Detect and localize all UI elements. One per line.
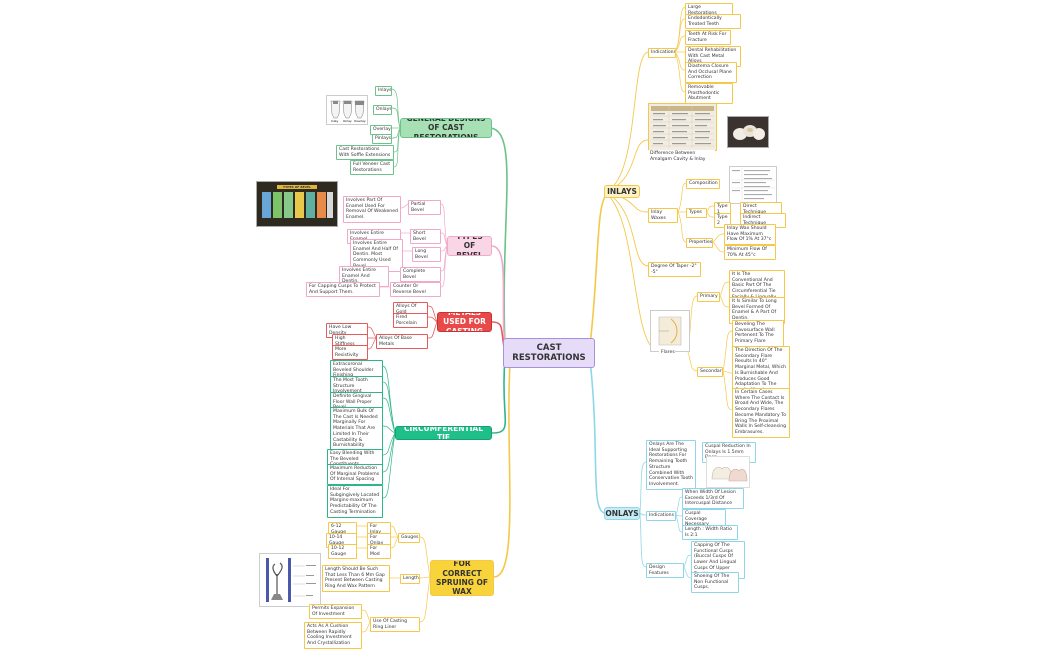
- tooth-types-icon: [330, 100, 365, 119]
- branch-circumferential-tie[interactable]: CIRCUMFERENTIAL TIE: [395, 426, 492, 440]
- onlay-indications[interactable]: Indications: [646, 511, 676, 521]
- branch-onlays[interactable]: ONLAYS: [604, 507, 640, 520]
- general-design-item[interactable]: Onlays: [373, 105, 392, 115]
- secondary-flare-item[interactable]: Beveling The Cavosurface Wall Pertenent …: [732, 320, 784, 347]
- wax-types[interactable]: Types: [686, 208, 707, 218]
- general-design-item[interactable]: Cast Restorations With Soffle Extensions: [336, 145, 394, 161]
- wax-composition-table: [729, 166, 777, 204]
- degree-of-taper[interactable]: Degree Of Taper -2° -5°: [648, 262, 701, 278]
- circ-tie-item[interactable]: Maximum Reduction Of Marginal Problems O…: [327, 464, 383, 486]
- onlay-ideal-note[interactable]: Onlays Are The Ideal Supporting Restorat…: [646, 440, 696, 490]
- inlay-indication-item[interactable]: Teeth At Risk For Fracture: [685, 30, 731, 46]
- metal-fired-porcelain[interactable]: Fired Porcelain: [393, 313, 428, 329]
- tooth-photo-icon: [733, 125, 765, 140]
- inlays-indications[interactable]: Indications: [648, 48, 676, 58]
- secondary-flare[interactable]: Secondary: [697, 367, 723, 377]
- inlay-indication-item[interactable]: Endodontically Treated Teeth: [685, 14, 741, 30]
- complete-bevel[interactable]: Complete Bevel: [400, 267, 441, 283]
- circ-tie-item[interactable]: Ideal For Subgingively Located Margins-m…: [327, 485, 383, 518]
- onlay-indication-item[interactable]: Length : Width Ratio Is 2:1: [682, 525, 738, 541]
- sprue-gauge-target[interactable]: For Mod: [367, 544, 391, 560]
- sprue-length[interactable]: Length: [400, 574, 420, 584]
- primary-flare[interactable]: Primary: [697, 292, 720, 302]
- branch-metals-used[interactable]: METALS USED FOR CASTING: [437, 312, 492, 332]
- bevel-types-chart-image: TYPES OF BEVEL: [256, 181, 338, 227]
- onlay-indication-item[interactable]: Cuspal Coverage Necessary: [682, 509, 726, 531]
- wax-composition[interactable]: Composition: [686, 179, 720, 189]
- bevel-chart-title: TYPES OF BEVEL: [277, 185, 317, 189]
- sprue-length-desc[interactable]: Length Should Be Such That Less Than 6 M…: [322, 565, 390, 592]
- ring-liner-benefit[interactable]: Permits Expansion Of Investment: [309, 604, 362, 620]
- onlay-teeth-diagram: [706, 456, 750, 488]
- sprue-wax-pattern-diagram: [259, 553, 321, 607]
- branch-general-designs[interactable]: GENERAL DESIGNS OF CAST RESTORATIONS: [400, 118, 492, 138]
- partial-bevel-desc[interactable]: Involves Part Of Enamel Used For Removal…: [343, 196, 401, 223]
- base-metal-property[interactable]: More Resistivity: [332, 345, 368, 361]
- onlay-tooth-icon: [711, 466, 748, 482]
- comparison-table-icon: [651, 106, 714, 148]
- onlay-design-item[interactable]: Shoeing Of The Non Functional Cusps.: [691, 572, 739, 594]
- inlay-indication-item[interactable]: Removable Prosthodontic Abutment: [685, 83, 733, 105]
- general-design-item[interactable]: Pinlays: [372, 134, 392, 144]
- general-design-item[interactable]: Full Veneer Cast Restorations: [350, 160, 394, 176]
- partial-bevel[interactable]: Partial Bevel: [408, 200, 441, 216]
- inlay-indication-item[interactable]: Diastema Closure And Occlusal Plane Corr…: [685, 62, 737, 84]
- branch-inlays[interactable]: INLAYS: [604, 185, 640, 198]
- counter-bevel-desc[interactable]: For Capping Cusps To Protect And Support…: [306, 282, 380, 298]
- sprue-diagram-icon: [266, 558, 316, 602]
- branch-types-of-bevel[interactable]: TYPES OF BEVEL: [447, 236, 492, 256]
- flares-diagram: [650, 310, 690, 352]
- teeth-label-onlay: Onlay: [343, 119, 352, 123]
- branch-spruing-principles[interactable]: PRINCIPLES FOR CORRECT SPRUING OF WAX PA…: [430, 560, 494, 596]
- circ-tie-item[interactable]: Extracoronal Beveled Shoulder Finishing: [330, 360, 383, 382]
- sprue-ring-liner[interactable]: Use Of Casting Ring Liner: [370, 617, 420, 633]
- onlay-design-features[interactable]: Design Features: [646, 563, 684, 579]
- composition-table-icon: [731, 168, 775, 202]
- sprue-gauges[interactable]: Gauges: [398, 533, 420, 543]
- bevel-chart-icon: [262, 192, 333, 218]
- inlay-onlay-overlay-teeth-image: Inlay Onlay Overlay: [326, 95, 368, 125]
- teeth-label-overlay: Overlay: [354, 119, 366, 123]
- sprue-gauge-value[interactable]: 10-12 Gauge: [328, 544, 357, 560]
- secondary-flare-item[interactable]: In Certain Cases Where The Contact Is Br…: [732, 388, 790, 438]
- amalgam-inlay-table-image: [648, 103, 717, 151]
- tooth-flare-icon: [658, 316, 682, 346]
- wax-property-item[interactable]: Minimum Flow Of 70% At 45°c: [724, 245, 776, 261]
- onlay-indication-item[interactable]: When Width Of Lesion Exceeds 1/3rd Of In…: [682, 488, 744, 510]
- short-bevel[interactable]: Short Bevel: [410, 229, 441, 245]
- root-node[interactable]: CAST RESTORATIONS: [503, 338, 595, 368]
- wax-properties[interactable]: Properties: [686, 238, 713, 248]
- inlay-teeth-photo: [727, 116, 769, 148]
- ring-liner-benefit[interactable]: Acts As A Cushion Between Rapidly Coolin…: [304, 622, 362, 649]
- wax-property-item[interactable]: Inlay Wax Should Have Maximum Flow Of 1%…: [724, 224, 776, 246]
- metal-alloys-base[interactable]: Alloys Of Base Metals: [376, 334, 428, 350]
- inlay-waxes[interactable]: Inlay Waxes: [648, 208, 678, 224]
- general-design-item[interactable]: Inlays: [375, 86, 392, 96]
- circ-tie-item[interactable]: Maximum Bulk Of The Cast Is Needed Margi…: [330, 407, 383, 452]
- amalgam-inlay-difference[interactable]: Difference Between Amalgam Cavity & Inla…: [648, 150, 715, 164]
- flares[interactable]: Flares: [659, 349, 675, 357]
- teeth-label-inlay: Inlay: [331, 119, 339, 123]
- long-bevel[interactable]: Long Bevel: [412, 247, 441, 263]
- counter-reverse-bevel[interactable]: Counter Or Reverse Bevel: [390, 282, 441, 298]
